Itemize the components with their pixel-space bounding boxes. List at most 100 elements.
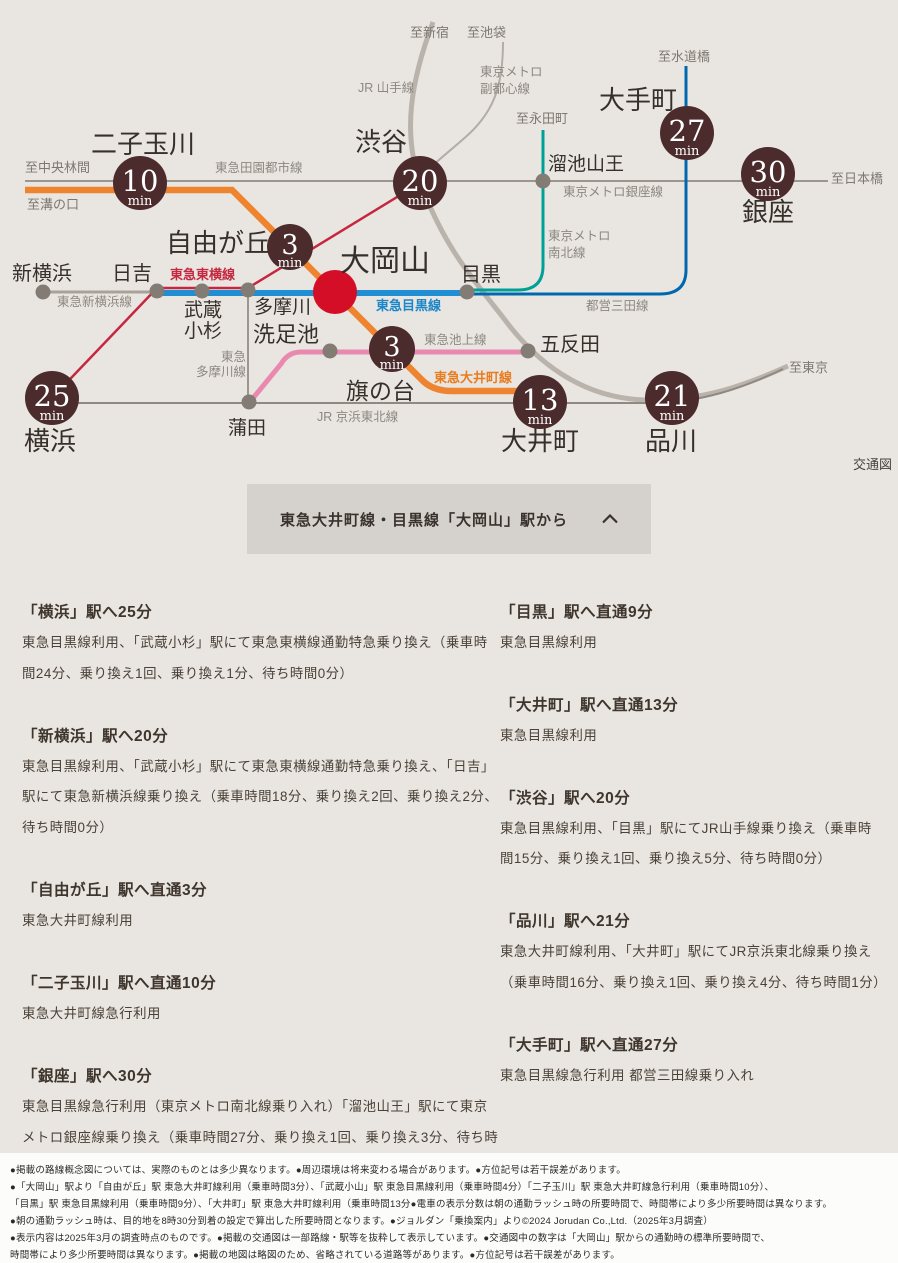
route-item-shinyokohama: 「新横浜」駅へ20分 東急目黒線利用、「武蔵小杉」駅にて東急東横線通勤特急乗り換…	[22, 724, 500, 844]
note-line: ●掲載の路線概念図については、実際のものとは多少異なります。●周辺環境は将来変わ…	[10, 1165, 626, 1176]
route-body: 東急大井町線急行利用	[22, 1005, 161, 1021]
route-body: 東急目黒線利用、「武蔵小杉」駅にて東急東横線通勤特急乗り換え、「日吉」駅にて東急…	[22, 758, 499, 836]
dir-chuorinkan: 至中央林間	[25, 160, 90, 175]
svg-text:min: min	[756, 185, 781, 200]
dir-shinjuku: 至新宿	[410, 25, 449, 40]
note-line: 時間帯により多少所要時間は異なります。●掲載の地図は略図のため、省略されている道…	[10, 1250, 620, 1261]
svg-text:21: 21	[654, 379, 691, 413]
dir-tokyo: 至東京	[789, 360, 828, 375]
dir-nihombashi: 至日本橋	[831, 171, 883, 186]
label-line-tamagawa-2: 多摩川線	[196, 364, 247, 379]
badge-futakotamagawa-10min: 10 min	[113, 156, 167, 210]
section-toggle-label: 東急大井町線・目黒線「大岡山」駅から	[279, 511, 568, 529]
note-line: ●朝の通勤ラッシュ時は、目的地を8時30分到着の設定で算出した所要時間となります…	[10, 1216, 713, 1227]
route-body: 東急目黒線利用、「武蔵小杉」駅にて東急東横線通勤特急乗り換え（乗車時間24分、乗…	[22, 635, 488, 681]
label-line-mita: 都営三田線	[586, 298, 649, 313]
route-list: 「横浜」駅へ25分 東急目黒線利用、「武蔵小杉」駅にて東急東横線通勤特急乗り換え…	[0, 554, 898, 1153]
station-ginza: 銀座	[742, 198, 794, 228]
dot-gotanda	[520, 343, 536, 359]
line-tokyu-ikegami	[247, 349, 528, 405]
svg-text:27: 27	[669, 114, 706, 148]
route-title: 「横浜」駅へ25分	[22, 604, 153, 621]
svg-text:min: min	[675, 144, 700, 159]
label-line-denentoshi: 東急田園都市線	[215, 160, 303, 175]
station-yokohama: 横浜	[24, 427, 76, 457]
badge-jiyugaoka-3min: 3 min	[267, 224, 313, 271]
route-item-yokohama: 「横浜」駅へ25分 東急目黒線利用、「武蔵小杉」駅にて東急東横線通勤特急乗り換え…	[22, 600, 500, 690]
svg-text:min: min	[380, 358, 405, 373]
svg-text:10: 10	[122, 164, 159, 198]
route-item-ginza: 「銀座」駅へ30分 東急目黒線急行利用（東京メトロ南北線乗り入れ）「溜池山王」駅…	[22, 1064, 500, 1153]
dot-hiyoshi	[149, 283, 165, 299]
route-body: 東急目黒線急行利用 都営三田線乗り入れ	[500, 1067, 755, 1083]
route-column-right: 「目黒」駅へ直通9分 東急目黒線利用 「大井町」駅へ直通13分 東急目黒線利用 …	[500, 600, 887, 1153]
dir-nagatacho: 至永田町	[516, 111, 568, 126]
station-tamagawa: 多摩川	[254, 296, 311, 318]
route-title: 「品川」駅へ21分	[500, 913, 631, 931]
svg-text:min: min	[528, 413, 553, 428]
ookayama-station-marker	[313, 270, 357, 314]
badge-yokohama-25min: 25 min	[25, 371, 79, 425]
station-kamata: 蒲田	[228, 417, 266, 439]
station-senzokuike: 洗足池	[253, 323, 319, 348]
route-item-shibuya: 「渋谷」駅へ20分 東急目黒線利用、「目黒」駅にてJR山手線乗り換え（乗車時間1…	[500, 786, 884, 876]
route-body: 東急目黒線急行利用（東京メトロ南北線乗り入れ）「溜池山王」駅にて東京メトロ銀座線…	[22, 1098, 499, 1145]
line-fukutoshin	[427, 41, 504, 171]
label-line-toyoko: 東急東横線	[170, 267, 236, 282]
station-hiyoshi: 日吉	[112, 261, 152, 285]
dir-suidobashi: 至水道橋	[658, 49, 710, 64]
label-line-tamagawa-1: 東急	[221, 349, 246, 364]
route-column-left: 「横浜」駅へ25分 東急目黒線利用、「武蔵小杉」駅にて東急東横線通勤特急乗り換え…	[22, 600, 500, 1153]
label-line-ginza: 東京メトロ銀座線	[563, 184, 664, 199]
station-tameikesanno: 溜池山王	[548, 153, 624, 175]
disclaimer-notes: ●掲載の路線概念図については、実際のものとは多少異なります。●周辺環境は将来変わ…	[0, 1153, 898, 1263]
svg-text:13: 13	[522, 383, 559, 417]
chevron-up-icon	[602, 514, 618, 524]
label-line-ikegami: 東急池上線	[424, 332, 487, 347]
route-title: 「目黒」駅へ直通9分	[500, 604, 654, 621]
dot-musashikosugi	[194, 283, 210, 299]
svg-text:min: min	[408, 194, 433, 209]
svg-text:min: min	[128, 194, 153, 209]
section-toggle-button[interactable]: 東急大井町線・目黒線「大岡山」駅から	[247, 484, 651, 554]
station-oimachi: 大井町	[501, 427, 579, 457]
badge-otemachi-27min: 27 min	[660, 106, 714, 160]
route-item-meguro: 「目黒」駅へ直通9分 東急目黒線利用	[500, 600, 884, 659]
route-title: 「銀座」駅へ30分	[22, 1067, 153, 1085]
label-line-oimachi: 東急大井町線	[434, 370, 513, 385]
route-body: 東急大井町線利用	[22, 913, 134, 929]
label-line-keihintohoku: JR 京浜東北線	[317, 409, 399, 424]
station-hatanodai: 旗の台	[346, 379, 415, 405]
dot-meguro	[459, 284, 475, 300]
route-title: 「大手町」駅へ直通27分	[500, 1036, 679, 1054]
line-tokyu-oimachi	[25, 186, 540, 395]
route-body: 東急目黒線利用、「目黒」駅にてJR山手線乗り換え（乗車時間15分、乗り換え1回、…	[500, 820, 872, 867]
note-line: 「目黒」駅 東急目黒線利用（乗車時間9分）、「大井町」駅 東急大井町線利用（乗車…	[10, 1199, 833, 1210]
svg-text:3: 3	[383, 332, 400, 363]
dot-shinyokohama	[35, 284, 51, 300]
station-ookayama: 大岡山	[340, 244, 430, 279]
label-line-namboku-1: 東京メトロ	[548, 229, 611, 243]
route-body: 東急大井町線利用、「大井町」駅にてJR京浜東北線乗り換え（乗車時間16分、乗り換…	[500, 944, 887, 991]
transit-diagram: 至中央林間 至溝の口 至新宿 至池袋 至水道橋 至永田町 至日本橋 至東京 東急…	[12, 21, 892, 472]
route-title: 「二子玉川」駅へ直通10分	[22, 974, 217, 992]
label-line-shinyokohama: 東急新横浜線	[57, 294, 133, 309]
svg-text:min: min	[278, 256, 303, 271]
label-line-fukutoshin-2: 副都心線	[480, 81, 531, 96]
dot-senzokuike	[322, 343, 338, 359]
route-title: 「渋谷」駅へ20分	[500, 789, 631, 807]
badge-shibuya-20min: 20 min	[393, 156, 447, 210]
route-item-shinagawa: 「品川」駅へ21分 東急大井町線利用、「大井町」駅にてJR京浜東北線乗り換え（乗…	[500, 909, 887, 999]
label-line-namboku-2: 南北線	[548, 245, 586, 260]
station-jiyugaoka: 自由が丘	[166, 229, 270, 259]
station-shinyokohama: 新横浜	[12, 261, 72, 285]
dir-mizonokuchi: 至溝の口	[27, 197, 79, 212]
label-line-meguro: 東急目黒線	[376, 298, 442, 313]
badge-ginza-30min: 30 min	[741, 147, 795, 201]
label-line-fukutoshin-1: 東京メトロ	[480, 65, 543, 79]
route-item-futakotamagawa: 「二子玉川」駅へ直通10分 東急大井町線急行利用	[22, 971, 500, 1030]
station-otemachi: 大手町	[599, 86, 677, 116]
svg-text:3: 3	[281, 230, 298, 261]
svg-text:min: min	[40, 409, 65, 424]
